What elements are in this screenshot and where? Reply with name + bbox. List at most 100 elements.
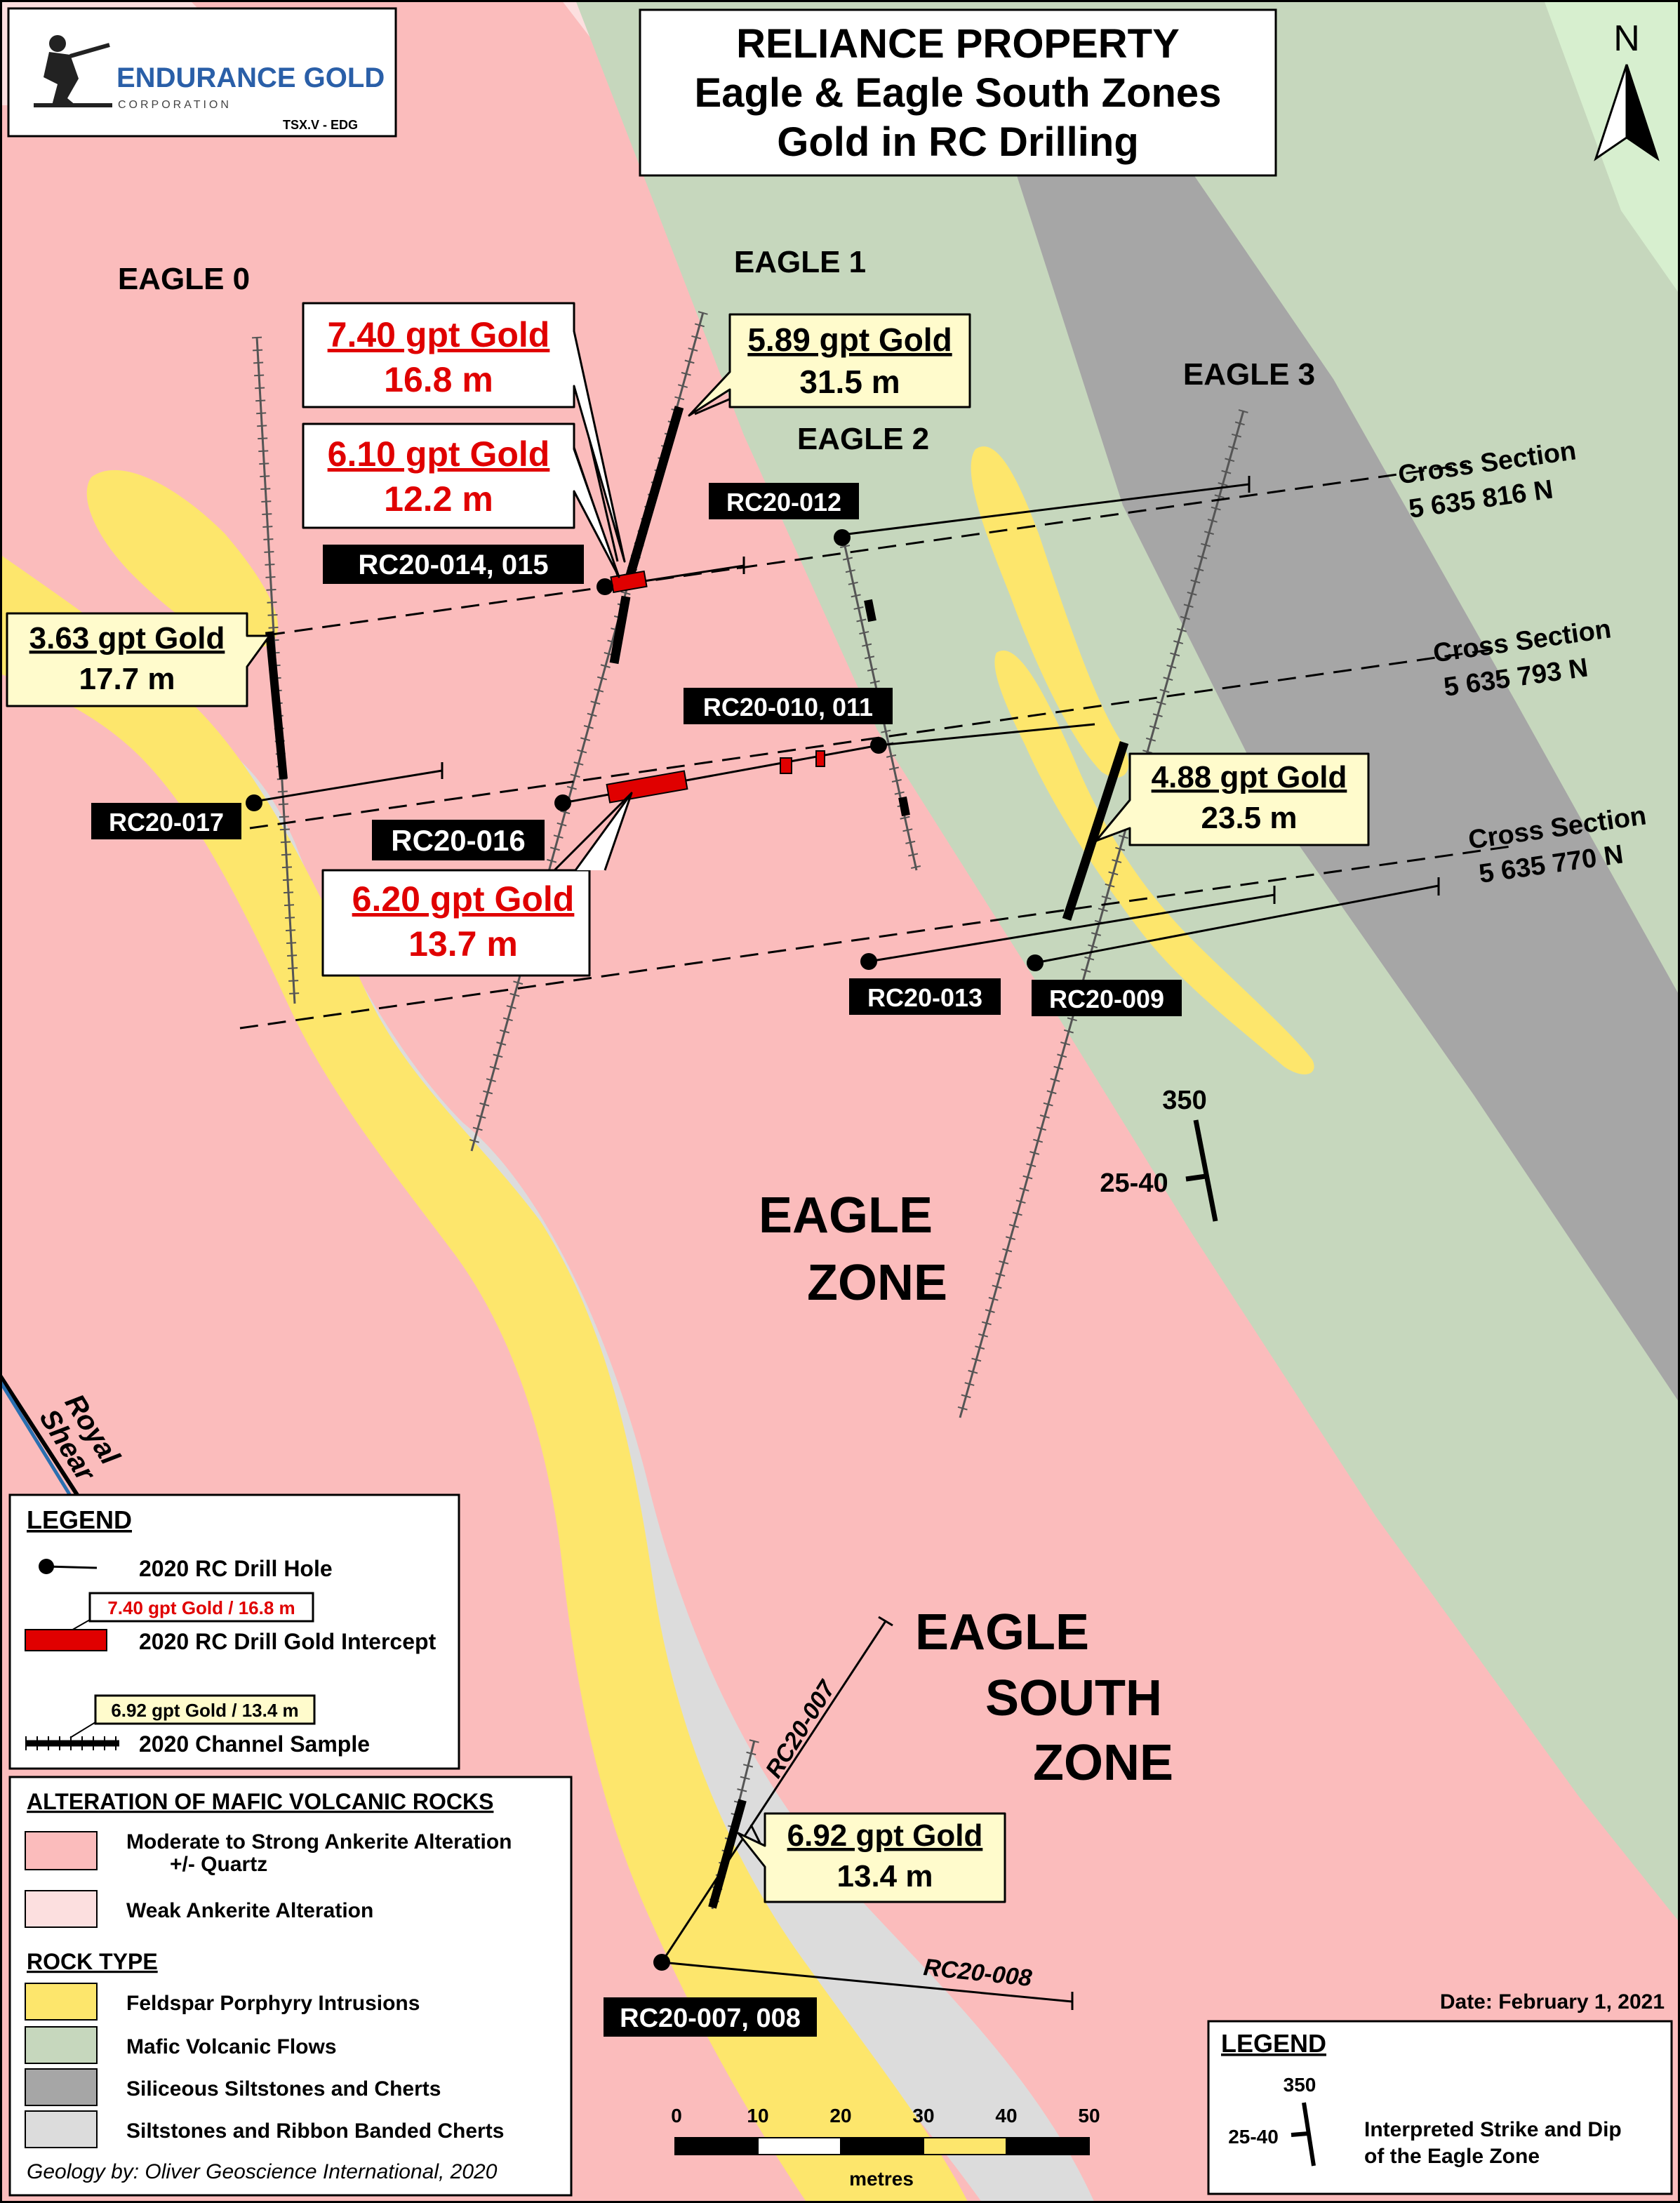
callout-4-88: 4.88 gpt Gold 23.5 m xyxy=(1095,752,1370,846)
label-eagle-south-3: ZONE xyxy=(1033,1735,1173,1791)
rock-ribbon: Siltstones and Ribbon Banded Cherts xyxy=(126,2119,504,2143)
callout-4-88-length: 23.5 m xyxy=(1201,801,1298,835)
title-line-2: Eagle & Eagle South Zones xyxy=(695,70,1222,116)
legend-intercept: 2020 RC Drill Gold Intercept xyxy=(139,1629,436,1654)
legend-drill-box: LEGEND 2020 RC Drill Hole 7.40 gpt Gold … xyxy=(8,1493,460,1770)
porphyry-lens-left xyxy=(86,470,279,648)
callout-6-20: 6.20 gpt Gold 13.7 m xyxy=(321,792,633,977)
legend-channel-example: 6.92 gpt Gold / 13.4 m xyxy=(111,1700,298,1721)
logo-company: ENDURANCE GOLD xyxy=(116,62,385,93)
scale-unit: metres xyxy=(849,2168,914,2190)
alteration-weak: Weak Ankerite Alteration xyxy=(126,1899,373,1922)
callout-6-92: 6.92 gpt Gold 13.4 m xyxy=(737,1812,1006,1903)
callout-6-20-grade: 6.20 gpt Gold xyxy=(352,879,575,919)
label-eagle-3: EAGLE 3 xyxy=(1183,357,1315,392)
hole-label-rc20-010: RC20-010, 011 xyxy=(703,693,873,721)
title-box: RELIANCE PROPERTY Eagle & Eagle South Zo… xyxy=(639,8,1277,177)
prospector-logo-icon xyxy=(34,35,112,107)
hole-label-rc20-014: RC20-014, 015 xyxy=(358,550,548,580)
porphyry-lens-eagle3 xyxy=(971,446,1129,778)
svg-text:10: 10 xyxy=(747,2105,768,2127)
porphyry-lens-eagle3-lower xyxy=(994,650,1314,1074)
svg-text:20: 20 xyxy=(829,2105,851,2127)
legend-intercept-example: 7.40 gpt Gold / 16.8 m xyxy=(107,1597,295,1618)
royal-shear-fault xyxy=(0,1374,79,1496)
title-line-3: Gold in RC Drilling xyxy=(777,119,1139,165)
label-eagle-1: EAGLE 1 xyxy=(734,245,866,279)
alteration-title: ALTERATION OF MAFIC VOLCANIC ROCKS xyxy=(27,1789,493,1814)
logo-sub: CORPORATION xyxy=(118,99,232,111)
legend2-desc-1: Interpreted Strike and Dip xyxy=(1364,2118,1622,2141)
alteration-moderate-1: Moderate to Strong Ankerite Alteration xyxy=(126,1830,512,1853)
callout-6-92-length: 13.4 m xyxy=(837,1859,933,1893)
legend2-title: LEGEND xyxy=(1221,2029,1326,2058)
geology-credit: Geology by: Oliver Geoscience Internatio… xyxy=(27,2160,498,2183)
royal-shear-fault-blue xyxy=(0,1380,74,1499)
callout-6-20-length: 13.7 m xyxy=(408,924,518,964)
callout-7-40: 7.40 gpt Gold 16.8 m xyxy=(302,302,626,563)
callout-5-89: 5.89 gpt Gold 31.5 m xyxy=(688,313,971,417)
collars xyxy=(246,529,1044,1971)
strike-dip-symbol: 350 25-40 xyxy=(1100,1086,1218,1222)
porphyry-main-band xyxy=(0,554,968,2203)
logo-ticker: TSX.V - EDG xyxy=(283,118,358,132)
callout-5-89-grade: 5.89 gpt Gold xyxy=(747,321,952,358)
legend2-desc-2: of the Eagle Zone xyxy=(1364,2145,1540,2168)
callout-7-40-length: 16.8 m xyxy=(384,360,493,399)
royal-shear-label: Royal Shear xyxy=(33,1389,126,1488)
rock-porphyry: Feldspar Porphyry Intrusions xyxy=(126,1992,420,2015)
svg-text:30: 30 xyxy=(912,2105,934,2127)
label-eagle-0: EAGLE 0 xyxy=(118,262,250,296)
channel-sample-eagle1-lower xyxy=(609,595,631,665)
cross-section-793-line xyxy=(249,648,1495,830)
eagle3-trace xyxy=(955,409,1248,1419)
label-eagle-zone-1: EAGLE xyxy=(759,1187,933,1244)
hole-label-rc20-017: RC20-017 xyxy=(109,808,224,837)
callout-6-10: 6.10 gpt Gold 12.2 m xyxy=(302,422,620,578)
hole-labels: RC20-012 RC20-014, 015 RC20-010, 011 RC2… xyxy=(91,483,1182,2037)
channel-sample-eagle2-a xyxy=(864,599,876,623)
cross-section-770-line xyxy=(239,844,1516,1030)
hole-label-rc20-013: RC20-013 xyxy=(867,983,982,1012)
legend2-dip: 25-40 xyxy=(1228,2126,1279,2148)
svg-text:0: 0 xyxy=(671,2105,682,2127)
label-eagle-zone-2: ZONE xyxy=(807,1255,947,1311)
mafic-volcanic-area xyxy=(575,0,1680,1923)
svg-text:40: 40 xyxy=(995,2105,1017,2127)
channel-sample-eagle2-b xyxy=(898,796,910,817)
legend-channel: 2020 Channel Sample xyxy=(139,1731,370,1757)
legend-strike-box: LEGEND 350 25-40 Interpreted Strike and … xyxy=(1207,2020,1673,2195)
callout-6-10-length: 12.2 m xyxy=(384,479,493,519)
channel-sample-eagle1-upper xyxy=(623,406,684,584)
callout-3-63: 3.63 gpt Gold 17.7 m xyxy=(6,612,271,707)
scale-bar: 0 10 20 30 40 50 metres xyxy=(671,2105,1100,2190)
channel-sample-eagle3 xyxy=(1062,740,1129,921)
hole-label-rc20-009: RC20-009 xyxy=(1049,985,1164,1013)
legend2-strike: 350 xyxy=(1284,2074,1316,2096)
callout-7-40-grade: 7.40 gpt Gold xyxy=(328,315,550,354)
label-eagle-south-1: EAGLE xyxy=(915,1604,1089,1660)
rock-mafic: Mafic Volcanic Flows xyxy=(126,2035,337,2058)
svg-text:50: 50 xyxy=(1078,2105,1100,2127)
callout-6-92-grade: 6.92 gpt Gold xyxy=(787,1818,983,1853)
intercept-rc20-016-small-1 xyxy=(780,757,792,774)
callout-4-88-grade: 4.88 gpt Gold xyxy=(1152,760,1347,794)
legend-drill-hole: 2020 RC Drill Hole xyxy=(139,1556,333,1581)
north-arrow-icon: N xyxy=(1594,18,1660,161)
callout-3-63-grade: 3.63 gpt Gold xyxy=(29,621,225,655)
hole-label-rc20-007: RC20-007, 008 xyxy=(620,2004,801,2033)
channel-sample-eagle-south xyxy=(708,1799,747,1909)
label-eagle-south-2: SOUTH xyxy=(985,1670,1162,1726)
callout-3-63-length: 17.7 m xyxy=(79,662,175,696)
alteration-moderate-2: +/- Quartz xyxy=(170,1853,267,1876)
logo-box: ENDURANCE GOLD CORPORATION TSX.V - EDG xyxy=(7,7,397,138)
title-line-1: RELIANCE PROPERTY xyxy=(736,21,1180,67)
map-date: Date: February 1, 2021 xyxy=(1440,1990,1665,2014)
hole-label-rc20-012: RC20-012 xyxy=(726,488,841,517)
rock-type-title: ROCK TYPE xyxy=(27,1949,158,1974)
cross-section-816-line xyxy=(266,463,1467,637)
label-eagle-2: EAGLE 2 xyxy=(797,422,929,456)
dip-value: 25-40 xyxy=(1100,1169,1168,1198)
